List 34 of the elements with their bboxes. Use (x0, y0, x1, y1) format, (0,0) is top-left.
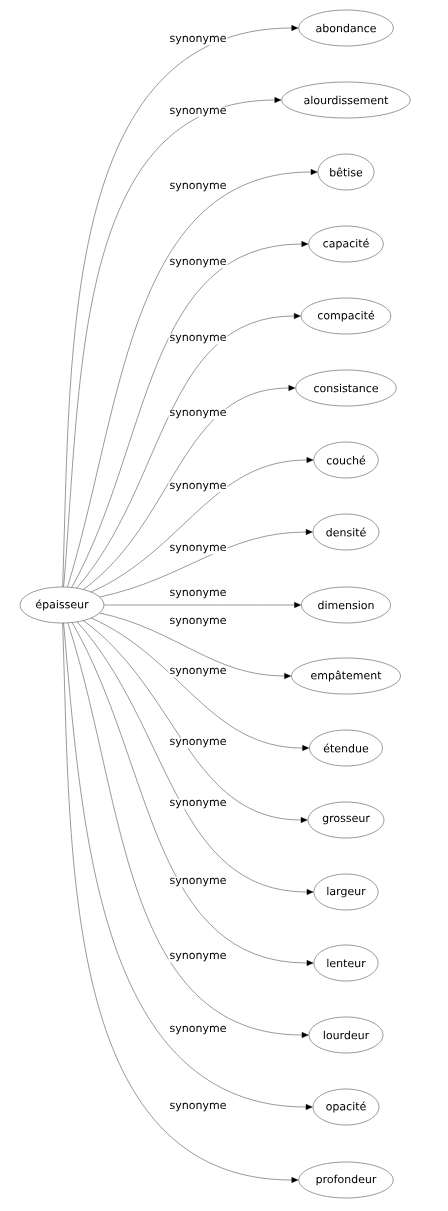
edge-label: synonyme (168, 34, 228, 46)
arrow (77, 621, 314, 895)
edge-label: synonyme (168, 798, 228, 810)
arrow (67, 169, 318, 588)
arrow (103, 602, 301, 608)
arrow (91, 617, 310, 751)
edge-label: synonyme (168, 876, 228, 888)
arrow (83, 620, 308, 823)
edge-label: synonyme (168, 333, 228, 345)
edge-label: synonyme (168, 951, 228, 963)
edge-label: synonyme (168, 666, 228, 678)
arrow (99, 612, 291, 679)
arrow (67, 622, 309, 1038)
arrow (62, 623, 299, 1183)
edge-label: synonyme (168, 543, 228, 555)
edge-label: synonyme (168, 1024, 228, 1036)
edge-label: synonyme (168, 408, 228, 420)
edge-label: synonyme (168, 616, 228, 628)
arrow (83, 385, 296, 590)
arrow (71, 241, 309, 588)
edge-label: synonyme (168, 106, 228, 118)
arrow (72, 622, 314, 966)
arrow (63, 623, 313, 1110)
edge-label: synonyme (168, 1101, 228, 1113)
edge-label: synonyme (168, 481, 228, 493)
arrow (63, 97, 282, 588)
edge-label: synonyme (168, 588, 228, 600)
edge-label: synonyme (168, 257, 228, 269)
arrow (99, 529, 313, 598)
arrow (91, 457, 314, 593)
edge-label: synonyme (168, 737, 228, 749)
arrow (76, 313, 301, 589)
edge-label: synonyme (168, 181, 228, 193)
arrow (62, 25, 299, 587)
